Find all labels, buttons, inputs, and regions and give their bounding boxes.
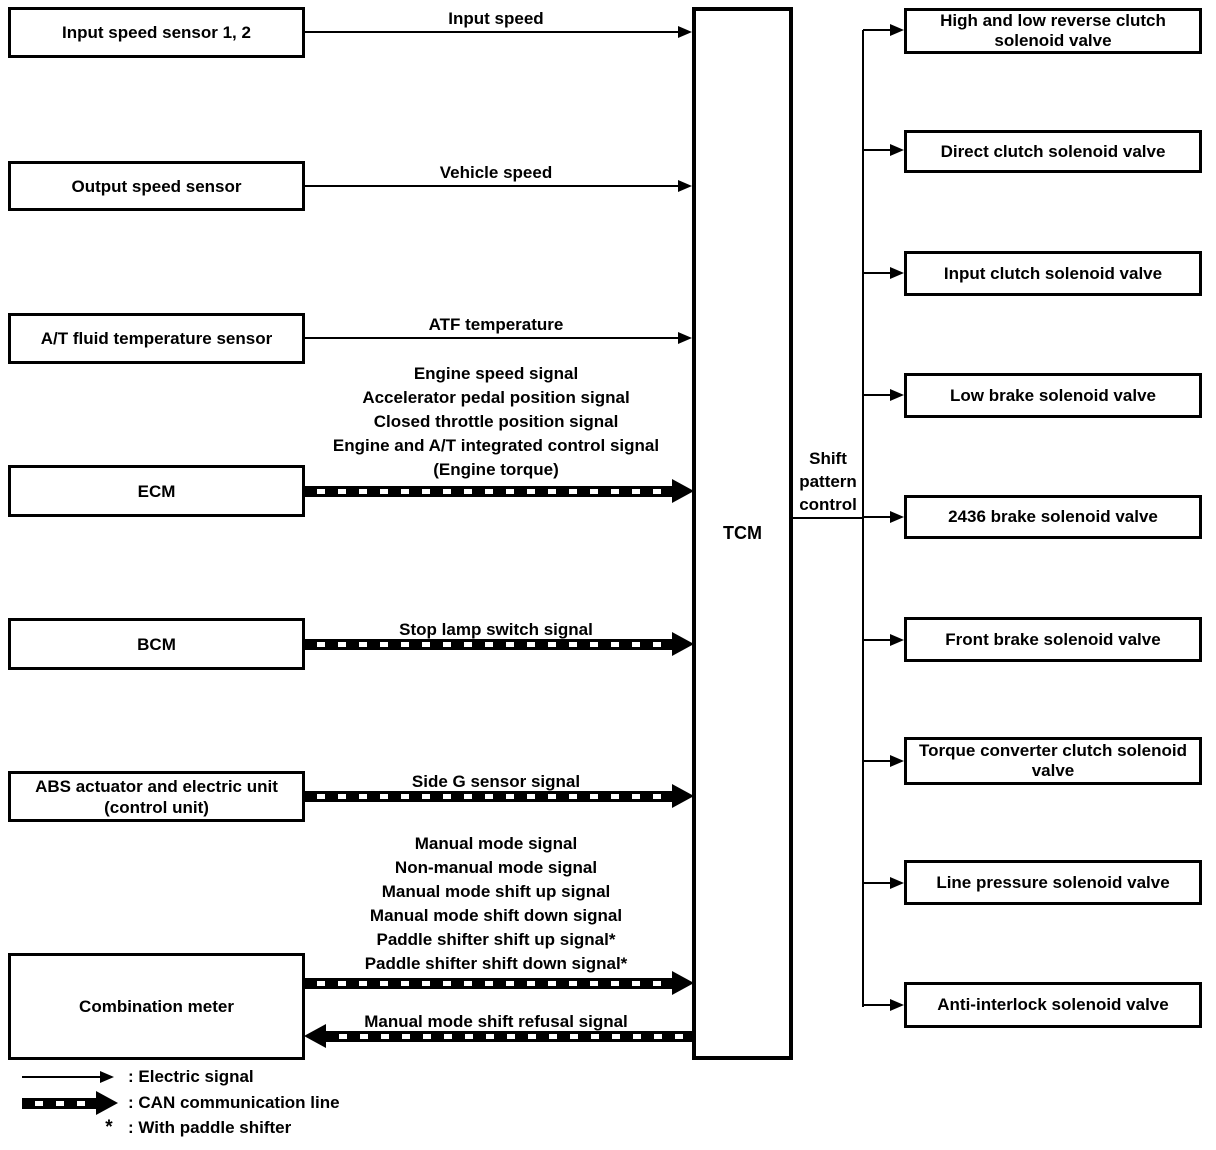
branch-arrowhead-9 — [890, 999, 904, 1011]
branch-arrowhead-6 — [890, 634, 904, 646]
branch-line-1 — [863, 29, 890, 31]
input-box-abs-actuator-unit: ABS actuator and electric unit (control … — [8, 771, 305, 822]
can-arrowhead-bcm — [672, 632, 694, 656]
legend-electric-line — [22, 1076, 100, 1078]
input-box-combination-meter: Combination meter — [8, 953, 305, 1060]
output-box-low-brake: Low brake solenoid valve — [904, 373, 1202, 418]
electric-line-vehicle-speed — [304, 185, 678, 187]
legend-can-arrowhead — [96, 1091, 118, 1115]
branch-arrowhead-3 — [890, 267, 904, 279]
branch-arrowhead-2 — [890, 144, 904, 156]
output-box-input-clutch: Input clutch solenoid valve — [904, 251, 1202, 296]
output-box-front-brake: Front brake solenoid valve — [904, 617, 1202, 662]
legend-asterisk-label: : With paddle shifter — [128, 1118, 292, 1137]
branch-line-2 — [863, 149, 890, 151]
electric-line-input-speed — [304, 31, 678, 33]
electric-arrowhead-input-speed — [678, 26, 692, 38]
branch-arrowhead-7 — [890, 755, 904, 767]
can-arrowhead-abs — [672, 784, 694, 808]
legend-can-line — [22, 1098, 96, 1109]
branch-arrowhead-1 — [890, 24, 904, 36]
input-box-at-fluid-temperature-sensor: A/T fluid temperature sensor — [8, 313, 305, 364]
branch-arrowhead-5 — [890, 511, 904, 523]
legend-can-label: : CAN communication line — [128, 1093, 340, 1112]
output-box-torque-converter-clutch: Torque converter clutch solenoid valve — [904, 737, 1202, 785]
branch-line-9 — [863, 1004, 890, 1006]
branch-line-5 — [863, 516, 890, 518]
can-line-shift-refusal — [326, 1031, 692, 1042]
output-trunk-line — [862, 30, 864, 1007]
branch-line-6 — [863, 639, 890, 641]
output-box-direct-clutch: Direct clutch solenoid valve — [904, 130, 1202, 173]
branch-line-8 — [863, 882, 890, 884]
electric-arrowhead-atf-temperature — [678, 332, 692, 344]
input-box-bcm: BCM — [8, 618, 305, 670]
tcm-box: TCM — [692, 7, 793, 1060]
legend-electric-label: : Electric signal — [128, 1067, 254, 1086]
can-arrowhead-combination-meter-out — [672, 971, 694, 995]
branch-line-7 — [863, 760, 890, 762]
signal-label-side-g-sensor: Side G sensor signal — [411, 772, 581, 791]
output-box-2436-brake: 2436 brake solenoid valve — [904, 495, 1202, 539]
shift-pattern-connector-line — [793, 517, 864, 519]
can-arrowhead-shift-refusal — [304, 1024, 326, 1048]
signal-label-input-speed: Input speed — [448, 9, 544, 28]
signal-label-shift-refusal: Manual mode shift refusal signal — [364, 1012, 628, 1031]
output-box-anti-interlock: Anti-interlock solenoid valve — [904, 982, 1202, 1028]
signal-label-manual-mode-signals: Manual mode signal Non-manual mode signa… — [364, 834, 628, 973]
legend-asterisk-symbol: * — [105, 1117, 113, 1138]
shift-pattern-control-label: Shift pattern control — [799, 449, 857, 514]
electric-line-atf-temperature — [304, 337, 678, 339]
legend-electric-arrowhead — [100, 1071, 114, 1083]
input-box-input-speed-sensor: Input speed sensor 1, 2 — [8, 7, 305, 58]
branch-line-4 — [863, 394, 890, 396]
branch-arrowhead-8 — [890, 877, 904, 889]
can-arrowhead-ecm — [672, 479, 694, 503]
can-line-combination-meter-out — [304, 978, 672, 989]
signal-label-stop-lamp-switch: Stop lamp switch signal — [399, 620, 593, 639]
signal-label-vehicle-speed: Vehicle speed — [439, 163, 553, 182]
input-box-output-speed-sensor: Output speed sensor — [8, 161, 305, 211]
output-box-line-pressure: Line pressure solenoid valve — [904, 860, 1202, 905]
signal-label-ecm-signals: Engine speed signal Accelerator pedal po… — [332, 364, 660, 479]
output-box-high-low-reverse-clutch: High and low reverse clutch solenoid val… — [904, 8, 1202, 54]
signal-label-atf-temperature: ATF temperature — [428, 315, 564, 334]
branch-arrowhead-4 — [890, 389, 904, 401]
electric-arrowhead-vehicle-speed — [678, 180, 692, 192]
branch-line-3 — [863, 272, 890, 274]
can-line-abs — [304, 791, 672, 802]
can-line-ecm — [304, 486, 672, 497]
can-line-bcm — [304, 639, 672, 650]
input-box-ecm: ECM — [8, 465, 305, 517]
